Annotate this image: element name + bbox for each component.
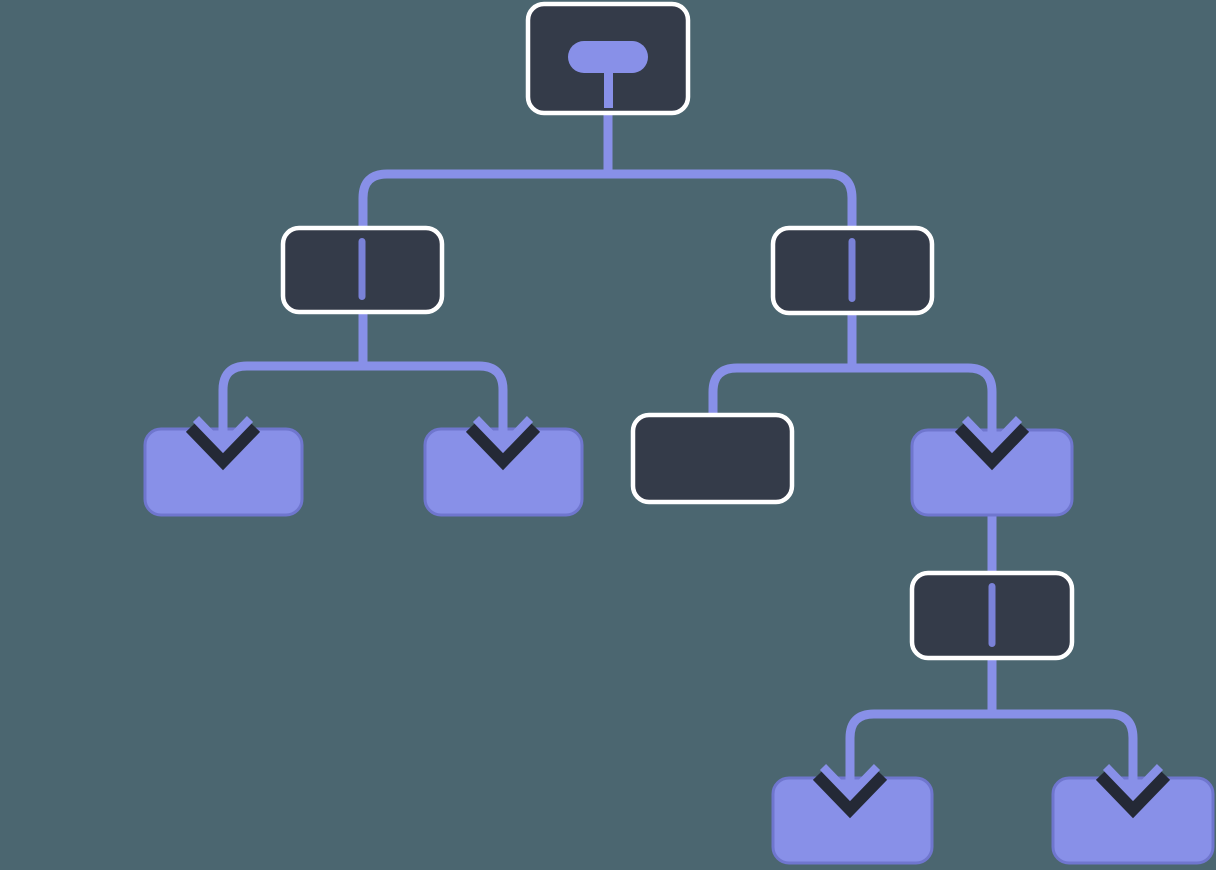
tree-node-branch-right[interactable] bbox=[770, 225, 935, 316]
tree-node-root[interactable] bbox=[525, 1, 691, 116]
arrow-black-chevron bbox=[1095, 768, 1171, 819]
pass-through-bar-icon bbox=[358, 238, 366, 300]
node-body bbox=[630, 412, 795, 505]
connector-right-split-to-mid-row bbox=[708, 363, 997, 446]
arrow-black-chevron bbox=[812, 768, 888, 819]
root-pill-icon bbox=[568, 41, 648, 73]
arrow-purple-chevron bbox=[1102, 764, 1164, 802]
pass-through-bar-icon bbox=[988, 583, 996, 647]
arrowhead-down-icon bbox=[812, 743, 888, 819]
connector-left-split-to-leaf-left-1-2 bbox=[218, 361, 508, 446]
arrow-purple-chevron bbox=[472, 416, 534, 454]
arrow-purple-chevron bbox=[192, 416, 254, 454]
tree-node-mid-dark[interactable] bbox=[630, 412, 795, 505]
arrowhead-down-icon bbox=[185, 395, 261, 471]
connector-top-branch-to-both-branches bbox=[358, 169, 857, 230]
arrowhead-down-icon bbox=[954, 395, 1030, 471]
arrow-purple-chevron bbox=[819, 764, 881, 802]
pass-through-bar-icon bbox=[848, 238, 856, 302]
arrowhead-down-icon bbox=[1095, 743, 1171, 819]
arrow-black-chevron bbox=[954, 420, 1030, 471]
arrow-black-chevron bbox=[185, 420, 261, 471]
connector-bottom-split-to-leaf-bottom-1-2 bbox=[845, 709, 1138, 794]
tree-node-branch-lower[interactable] bbox=[909, 570, 1075, 661]
arrowhead-down-icon bbox=[465, 395, 541, 471]
tree-node-branch-left[interactable] bbox=[280, 225, 445, 315]
root-stem-icon bbox=[604, 65, 613, 108]
arrow-purple-chevron bbox=[961, 416, 1023, 454]
arrow-black-chevron bbox=[465, 420, 541, 471]
